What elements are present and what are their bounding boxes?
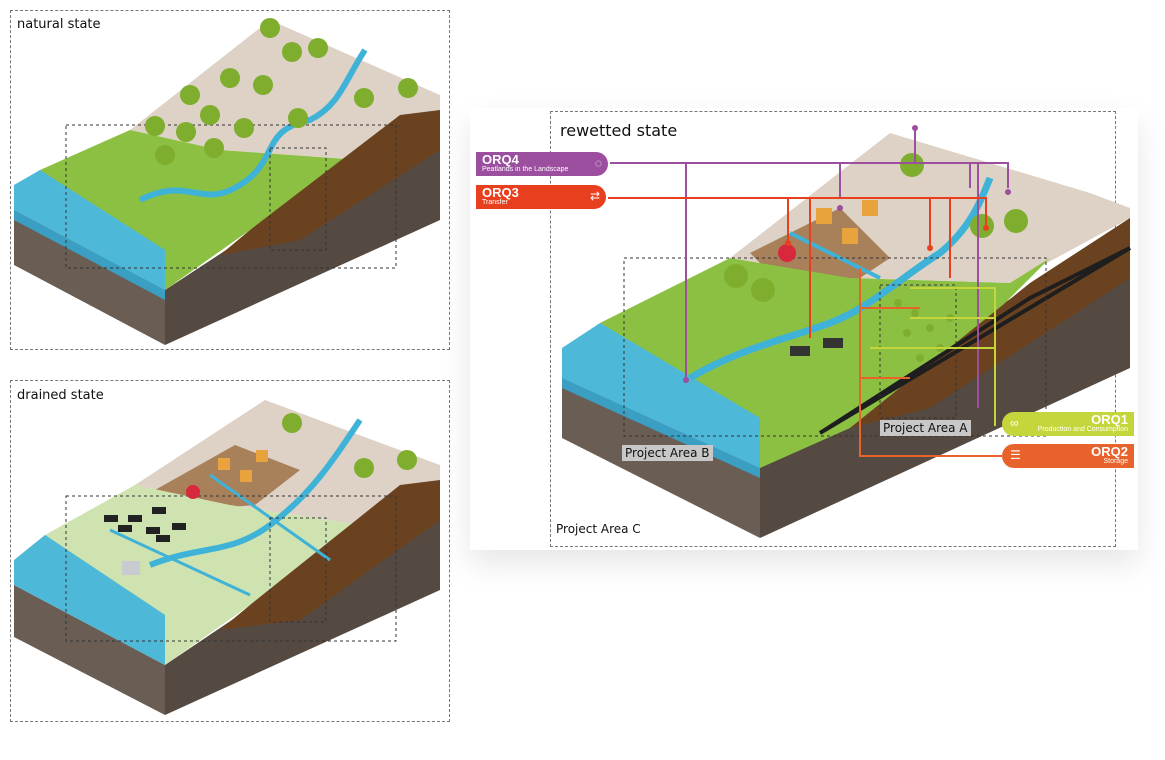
rewetted-trees <box>724 153 1028 302</box>
orq3-code: ORQ3 <box>482 185 519 200</box>
orq4-label: ORQ4 Peatlands in the Landscape ◌ <box>476 152 608 176</box>
orq2-label: ☰ ORQ2 Storage <box>1002 444 1134 468</box>
rewetted-tractor <box>778 244 796 262</box>
project-area-a-label: Project Area A <box>880 420 971 436</box>
natural-trees <box>145 18 418 165</box>
natural-state-title: natural state <box>17 17 101 32</box>
drained-cows <box>104 507 186 542</box>
orq1-subtitle: Production and Consumption <box>1037 426 1128 433</box>
orq2-code: ORQ2 <box>1091 444 1128 459</box>
drained-trees <box>282 413 417 478</box>
project-area-b-label: Project Area B <box>622 445 713 461</box>
orq1-code: ORQ1 <box>1091 412 1128 427</box>
rewetted-wetland-plants <box>894 299 954 362</box>
drained-pump-house <box>122 561 140 575</box>
project-area-b-frame <box>623 257 1047 437</box>
orq1-label: ∞ ORQ1 Production and Consumption <box>1002 412 1134 436</box>
drained-state-title: drained state <box>17 388 104 403</box>
storage-icon: ☰ <box>1010 448 1021 462</box>
transfer-icon: ⇄ <box>589 189 600 203</box>
orq4-code: ORQ4 <box>482 152 519 167</box>
drained-state-panel: drained state <box>0 375 460 735</box>
drained-outer-frame <box>10 380 450 722</box>
project-area-c-label: Project Area C <box>556 522 641 536</box>
project-area-a-frame <box>879 284 957 419</box>
drained-landscape-block <box>14 400 440 715</box>
rewetted-state-title: rewetted state <box>560 121 678 140</box>
natural-outer-frame <box>10 10 450 350</box>
orq3-subtitle: Transfer <box>482 199 508 206</box>
orq2-subtitle: Storage <box>1103 458 1128 465</box>
rewetted-landscape-block <box>562 125 1132 538</box>
natural-landscape-block <box>14 18 440 345</box>
orq2-connectors <box>859 268 1002 457</box>
orq4-subtitle: Peatlands in the Landscape <box>482 166 569 173</box>
cycle-icon: ∞ <box>1010 416 1019 430</box>
pin-icon: ◌ <box>594 156 602 170</box>
natural-state-panel: natural state <box>0 0 460 360</box>
drained-houses <box>218 450 268 482</box>
orq4-connectors <box>610 128 1009 408</box>
drained-tractor <box>186 485 200 499</box>
rewetted-state-panel: rewetted state <box>470 108 1138 550</box>
rewetted-cows <box>790 338 843 356</box>
rewetted-houses <box>816 200 878 244</box>
orq1-connectors <box>870 287 996 426</box>
orq3-label: ORQ3 Transfer ⇄ <box>476 185 606 209</box>
